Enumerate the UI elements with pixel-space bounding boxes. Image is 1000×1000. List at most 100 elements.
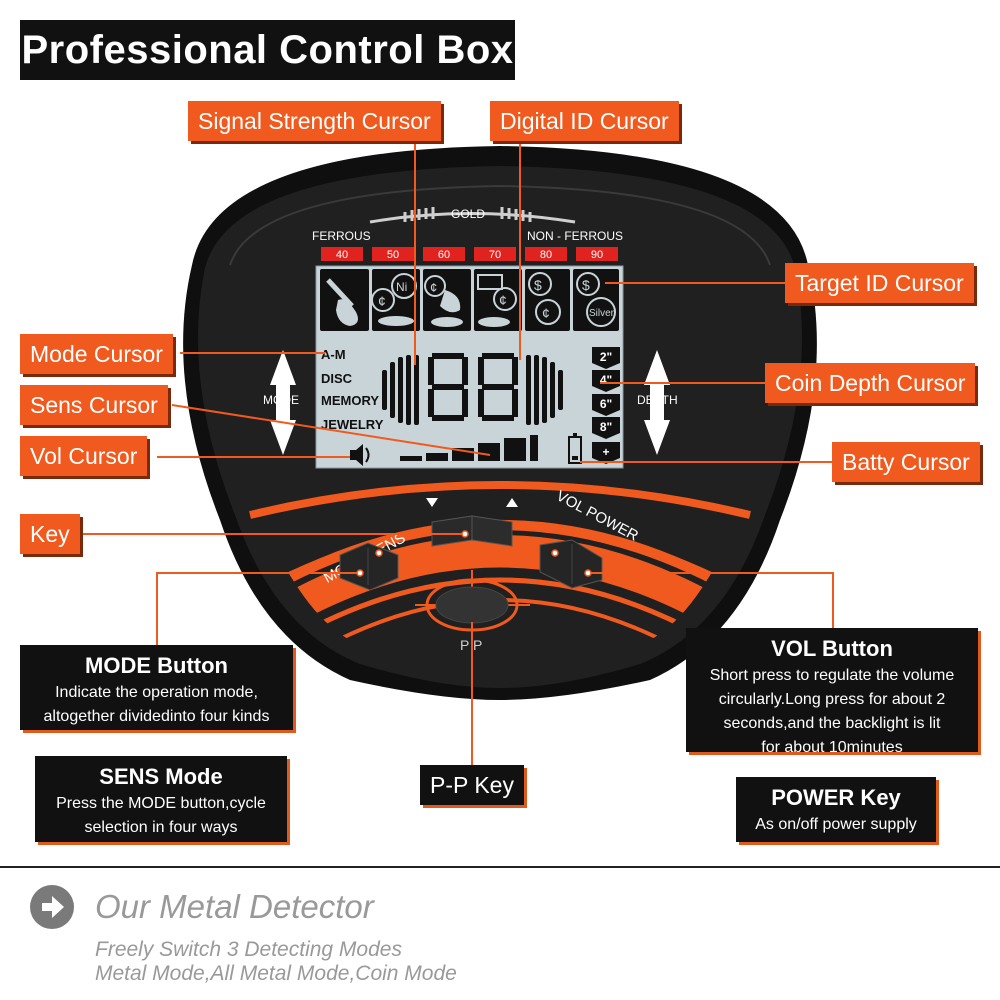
svg-text:¢: ¢ [378,293,386,309]
dollar-coin-icon: $ ¢ [528,272,561,325]
silver-label: Silver [589,308,615,319]
zinc-coin-icon: ¢ [477,274,517,327]
target-id-cursor-label: Target ID Cursor [785,263,974,303]
callout-lines [80,141,835,765]
signal-strength-right [526,355,563,425]
mode-cursor-label: Mode Cursor [20,334,173,374]
battery-icon [568,433,582,464]
mode-button-desc-2: altogether dividedinto four kinds [43,708,270,725]
up-arrow-icon [506,498,518,507]
mode-item: JEWELRY [321,417,384,432]
key-up-button[interactable] [471,515,513,547]
vol-button-desc-3: seconds,and the backlight is lit [723,715,941,732]
vol-button-desc-4: for about 10minutes [761,739,903,756]
scale-box-80: 80 [525,247,567,261]
footer-line-2: Metal Mode,All Metal Mode,Coin Mode [95,962,457,985]
vol-button-title: VOL Button [771,636,893,661]
mode-button-title: MODE Button [85,653,228,678]
target-icons-row [320,269,619,331]
sens-mode-desc-2: selection in four ways [84,819,238,836]
mode-button-info: MODE Button Indicate the operation mode,… [20,645,293,730]
callout-dots [356,530,592,577]
footer-title: Our Metal Detector [95,888,374,925]
nickel-coin-icon: ¢ Ni [371,273,417,326]
power-key-title: POWER Key [771,785,901,810]
depth-label: 6" [600,397,612,411]
depth-indicator: 8" [592,417,620,439]
mode-button-desc-1: Indicate the operation mode, [55,684,258,701]
gold-ticks [403,207,532,222]
down-arrow-icon [426,498,438,507]
sens-mode-desc-1: Press the MODE button,cycle [56,795,266,812]
depth-label: 2" [600,350,612,364]
scale-box-60: 60 [423,247,465,261]
scale-value: 70 [489,249,501,261]
mode-item: A-M [321,347,346,362]
nail-icon [326,278,358,326]
silver-coin-icon: $ Silver [576,272,616,327]
depth-indicator: + [592,442,620,464]
depth-indicator: 6" [592,394,620,416]
svg-text:$: $ [534,277,542,293]
batty-cursor-label: Batty Cursor [832,442,980,482]
mode-item: DISC [321,371,353,386]
depth-label: 4" [600,373,612,387]
non-ferrous-label: NON - FERROUS [527,229,623,243]
page-title: Professional Control Box [20,20,515,80]
scale-box-90: 90 [576,247,618,261]
scale-box-70: 70 [474,247,516,261]
coin-depth-cursor-label: Coin Depth Cursor [765,363,976,403]
scale-value: 90 [591,249,603,261]
sensitivity-bars [400,435,538,461]
depth-list: 2" 4" 6" 8" + [592,347,620,464]
gold-label: GOLD [451,207,485,221]
depth-side-label: DEPTH [637,393,678,407]
mode-sens-button[interactable] [339,542,399,591]
sens-mode-info: SENS Mode Press the MODE button,cycle se… [35,756,287,842]
key-label: Key [20,514,80,554]
ni-label: Ni [396,280,407,294]
mode-side-arrow-icon [270,350,296,455]
sens-mode-title: SENS Mode [99,764,223,789]
depth-label: 8" [600,420,612,434]
signal-strength-left [382,355,419,425]
footer-divider [0,866,1000,868]
ferrous-label: FERROUS [312,229,371,243]
svg-text:¢: ¢ [499,292,507,308]
scale-group: 40 50 60 70 80 90 [321,247,618,261]
signal-strength-cursor-label: Signal Strength Cursor [188,101,441,141]
scale-value: 60 [438,249,450,261]
device-face-highlight [229,184,771,266]
speaker-icon [350,444,370,466]
scale-box-40: 40 [321,247,363,261]
depth-label: + [602,445,609,459]
svg-text:$: $ [582,277,590,293]
vol-button-info: VOL Button Short press to regulate the v… [686,628,978,756]
scale-value: 80 [540,249,552,261]
scale-box-50: 50 [372,247,414,261]
pull-tab-icon: ¢ [424,275,463,327]
vol-cursor-label: Vol Cursor [20,436,148,476]
scale-value: 40 [336,249,348,261]
digital-id-display [428,353,518,421]
svg-text:¢: ¢ [542,305,550,321]
gold-bar [369,212,576,224]
footer-line-1: Freely Switch 3 Detecting Modes [95,938,402,961]
power-key-desc-1: As on/off power supply [755,816,917,833]
vol-button-desc-2: circularly.Long press for about 2 [718,691,946,708]
control-box-diagram: MODE SENS VOL POWER P P MODE DEPTH GOL [80,141,835,765]
power-key-info: POWER Key As on/off power supply [736,777,936,842]
arrow-right-icon [30,885,74,929]
depth-side-arrow-icon [644,350,670,455]
mode-side-label: MODE [263,393,299,407]
depth-indicator: 2" [592,347,620,369]
arc-band-left [249,481,751,519]
svg-text:¢: ¢ [430,280,437,295]
digital-id-cursor-label: Digital ID Cursor [490,101,679,141]
mode-list: A-M DISC MEMORY JEWELRY [321,347,384,432]
pp-key-callout: P-P Key [420,765,524,805]
scale-value: 50 [387,249,399,261]
mode-item: MEMORY [321,393,379,408]
sens-cursor-label: Sens Cursor [20,385,168,425]
vol-button-desc-1: Short press to regulate the volume [709,667,955,684]
